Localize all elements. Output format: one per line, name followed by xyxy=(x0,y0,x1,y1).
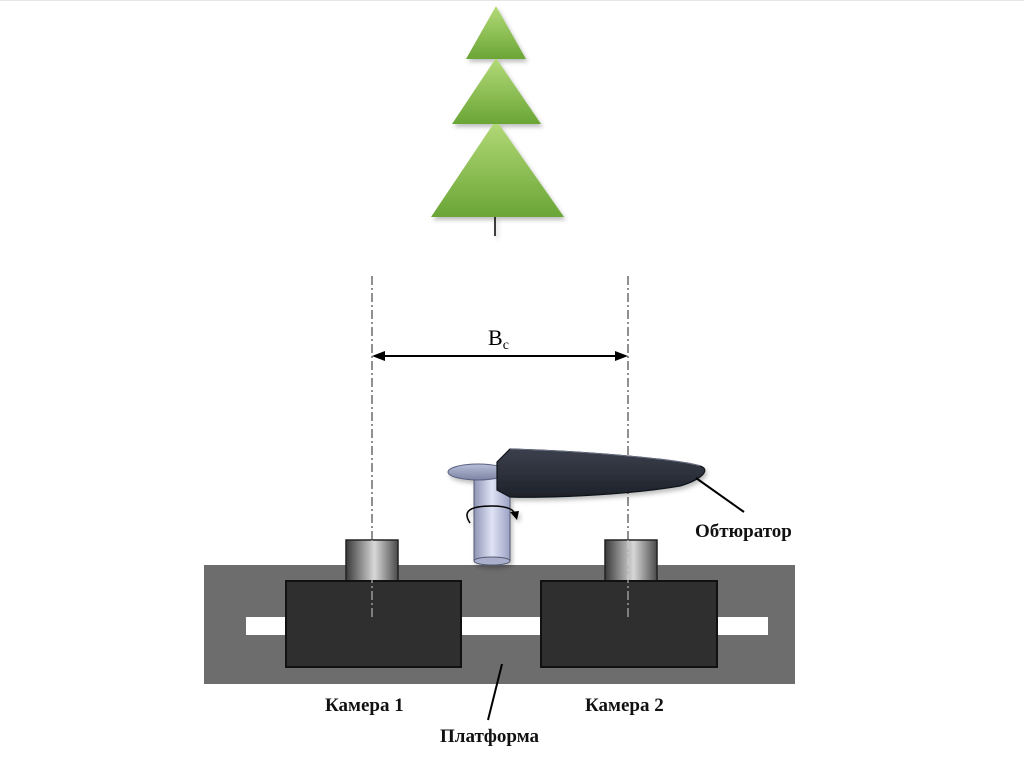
camera2-body xyxy=(540,580,718,668)
platform-label: Платформа xyxy=(440,726,540,747)
obturator-label: Обтюратор xyxy=(695,521,792,542)
rotation-arrow-icon xyxy=(466,505,516,524)
baseline-label: Bc xyxy=(488,325,509,353)
obturator xyxy=(447,448,706,566)
camera2-label: Камера 2 xyxy=(585,695,664,716)
camera2-lens xyxy=(604,539,658,582)
camera1-body xyxy=(285,580,462,668)
baseline-dimension: Bc xyxy=(372,325,628,361)
top-border xyxy=(0,0,1024,1)
platform-leader xyxy=(487,663,503,721)
camera1 xyxy=(285,539,462,668)
camera1-label: Камера 1 xyxy=(325,695,404,716)
camera2 xyxy=(540,539,718,668)
tree-icon xyxy=(431,6,564,236)
shutter-blade xyxy=(496,448,706,498)
obturator-leader xyxy=(695,477,745,513)
